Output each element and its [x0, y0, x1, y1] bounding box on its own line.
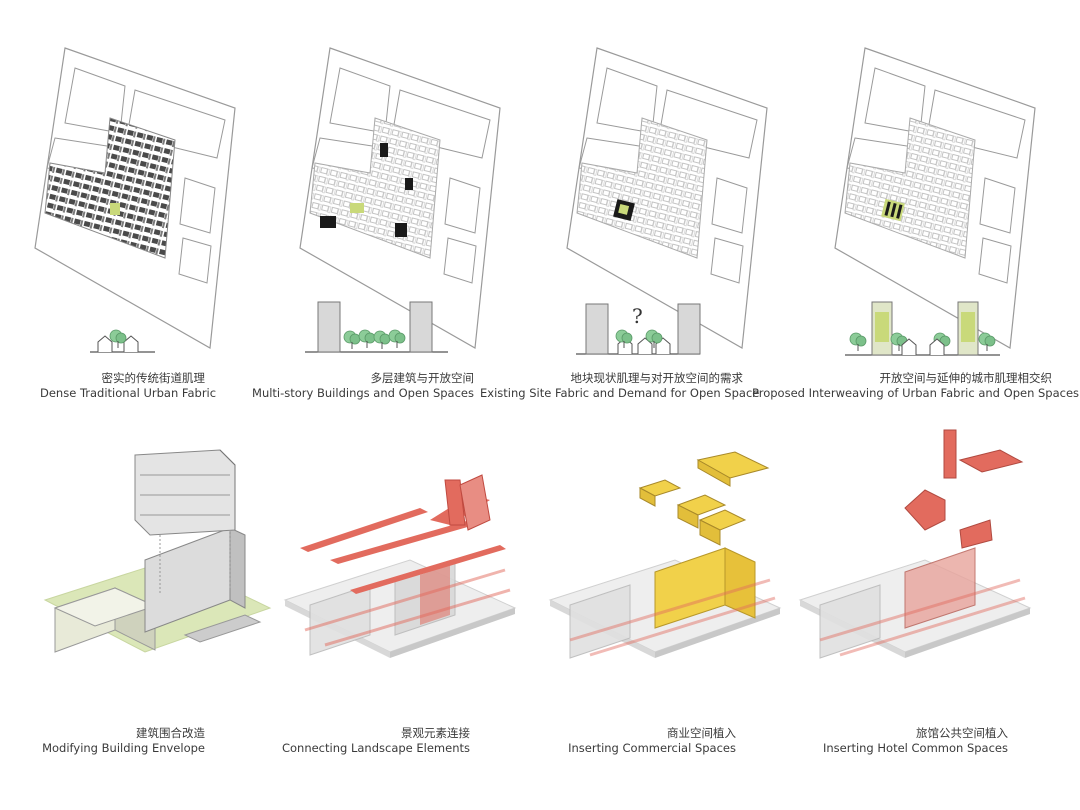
- caption-commercial: 商业空间植入 Inserting Commercial Spaces: [560, 726, 736, 756]
- caption-en: Connecting Landscape Elements: [281, 741, 470, 755]
- caption-interweaving: 开放空间与延伸的城市肌理相交织 Proposed Interweaving of…: [752, 371, 1080, 401]
- section-dense: [90, 329, 155, 353]
- landscape-strips: [300, 474, 506, 594]
- axon-building-envelope: [43, 527, 272, 653]
- caption-en: Existing Site Fabric and Demand for Open…: [480, 386, 760, 400]
- caption-building-envelope: 建筑围合改造 Modifying Building Envelope: [40, 726, 205, 756]
- caption-zh: 景观元素连接: [401, 726, 470, 740]
- map-dense-fabric: [34, 47, 236, 349]
- caption-landscape: 景观元素连接 Connecting Landscape Elements: [270, 726, 470, 756]
- caption-zh: 开放空间与延伸的城市肌理相交织: [879, 371, 1053, 385]
- caption-multistory: 多层建筑与开放空间 Multi-story Buildings and Open…: [250, 371, 474, 401]
- axon-landscape: [284, 559, 516, 659]
- caption-zh: 旅馆公共空间植入: [916, 726, 1008, 740]
- caption-en: Dense Traditional Urban Fabric: [40, 386, 217, 400]
- axon-upper-floor: [134, 449, 236, 595]
- caption-en: Proposed Interweaving of Urban Fabric an…: [752, 386, 1080, 400]
- map-interweaving: [834, 47, 1036, 349]
- section-existing: [576, 303, 701, 355]
- caption-en: Multi-story Buildings and Open Spaces: [252, 386, 474, 400]
- caption-en: Inserting Hotel Common Spaces: [822, 741, 1008, 755]
- axon-hotel: [799, 547, 1031, 659]
- section-multistory: [305, 301, 448, 353]
- map-existing-site: [566, 47, 768, 349]
- caption-en: Modifying Building Envelope: [42, 741, 205, 755]
- hotel-elements: [904, 429, 1024, 549]
- commercial-floors: [638, 451, 770, 546]
- caption-zh: 密实的传统街道肌理: [101, 371, 206, 385]
- caption-en: Inserting Commercial Spaces: [568, 741, 736, 755]
- caption-zh: 建筑围合改造: [136, 726, 205, 740]
- map-multistory: [299, 47, 501, 349]
- caption-zh: 商业空间植入: [667, 726, 736, 740]
- caption-zh: 多层建筑与开放空间: [370, 371, 475, 385]
- caption-hotel: 旅馆公共空间植入 Inserting Hotel Common Spaces: [810, 726, 1008, 756]
- caption-dense-fabric: 密实的传统街道肌理 Dense Traditional Urban Fabric: [40, 371, 217, 401]
- caption-existing-site: 地块现状肌理与对开放空间的需求 Existing Site Fabric and…: [480, 371, 760, 401]
- axon-commercial: [549, 547, 781, 659]
- section-interweaving: [845, 301, 1000, 356]
- caption-zh: 地块现状肌理与对开放空间的需求: [570, 371, 744, 385]
- question-mark: ?: [632, 304, 643, 328]
